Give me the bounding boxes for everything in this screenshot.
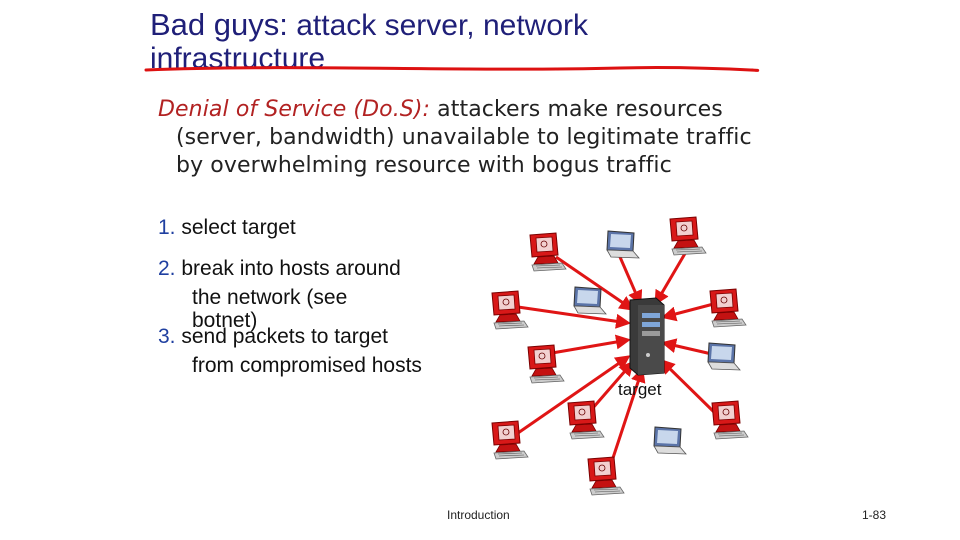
target-label: target bbox=[618, 380, 662, 399]
step-3-num: 3. bbox=[158, 325, 176, 348]
slide-number: 1-83 bbox=[862, 508, 887, 522]
compromised-host-icon bbox=[491, 420, 529, 460]
compromised-host-icon bbox=[567, 400, 605, 440]
step-1-text: select target bbox=[181, 216, 296, 239]
step-2-line3: botnet) bbox=[192, 309, 258, 332]
title-bold: Bad guys: bbox=[150, 7, 288, 42]
dos-term: Denial of Service (Do.S): bbox=[158, 97, 431, 122]
step-2: 2. break into hosts around the network (… bbox=[158, 254, 478, 335]
slide-title: Bad guys: attack server, network infrast… bbox=[150, 8, 710, 75]
laptop-icon bbox=[653, 426, 687, 455]
footer-section: Introduction bbox=[447, 508, 510, 522]
compromised-host-icon bbox=[669, 216, 707, 256]
laptop-icon bbox=[707, 342, 741, 371]
definition-line2: (server, bandwidth) unavailable to legit… bbox=[176, 125, 752, 150]
definition-line1: attackers make resources bbox=[430, 97, 723, 122]
step-2-num: 2. bbox=[158, 257, 176, 280]
compromised-host-icon bbox=[529, 232, 567, 272]
attack-arrows bbox=[517, 244, 726, 468]
compromised-host-icon bbox=[709, 288, 747, 328]
dos-attack-diagram: target bbox=[491, 216, 749, 496]
dos-definition: Denial of Service (Do.S): attackers make… bbox=[158, 96, 798, 180]
step-2-line1: break into hosts around bbox=[181, 257, 401, 280]
compromised-host-icon bbox=[587, 456, 625, 496]
title-rest: attack server, network bbox=[287, 9, 588, 42]
step-1-num: 1. bbox=[158, 216, 176, 239]
definition-line3: by overwhelming resource with bogus traf… bbox=[176, 153, 672, 178]
laptop-icon bbox=[573, 286, 607, 315]
laptop-icon bbox=[606, 230, 640, 259]
server-tower-icon bbox=[629, 297, 665, 376]
step-3-line2: from compromised hosts bbox=[192, 354, 422, 377]
step-3-line1: send packets to target bbox=[181, 325, 388, 348]
title-underline-stroke bbox=[144, 66, 760, 72]
step-2-line2: the network (see bbox=[192, 286, 348, 309]
compromised-host-icon bbox=[711, 400, 749, 440]
step-1: 1. select target bbox=[158, 213, 296, 242]
step-3: 3. send packets to target from compromis… bbox=[158, 322, 478, 380]
compromised-host-icon bbox=[491, 290, 529, 330]
